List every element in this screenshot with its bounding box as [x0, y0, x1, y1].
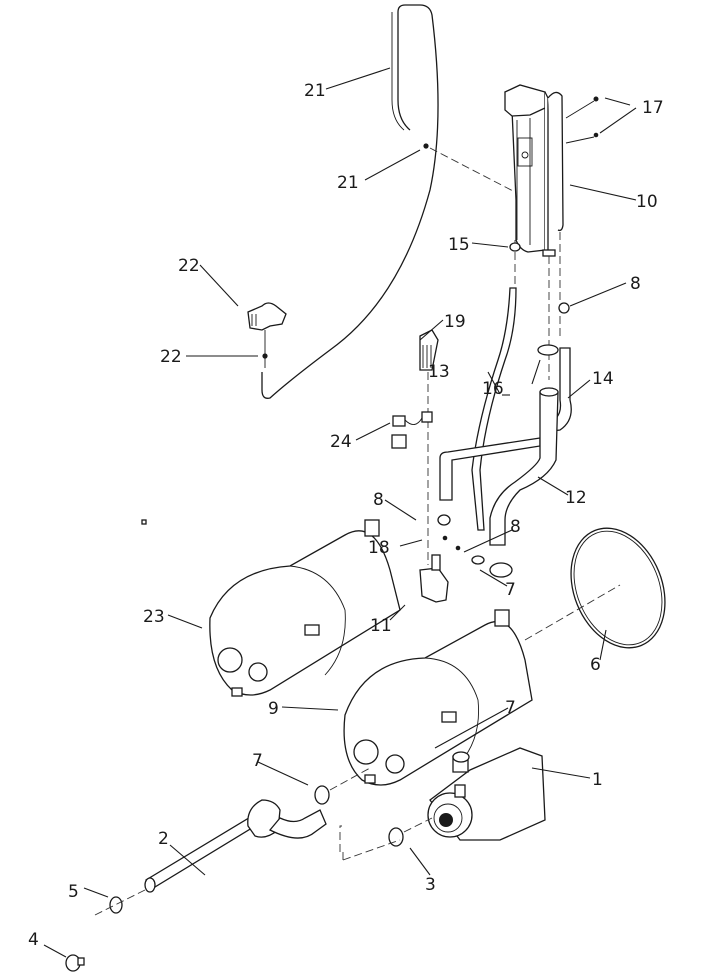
callout-17: 17: [642, 98, 664, 118]
clamp-part-3: [339, 817, 433, 861]
leader-17b: [599, 107, 637, 134]
leader-1: [531, 767, 591, 779]
callout-18: 18: [368, 538, 390, 558]
leader-7-lower: [257, 761, 309, 786]
callout-3: 3: [425, 875, 436, 895]
callout-20: 21: [304, 81, 326, 101]
callout-2: 2: [158, 829, 169, 849]
leader-18: [399, 539, 423, 547]
leader-2: [169, 844, 206, 876]
clamp-part-8-lower: [471, 555, 485, 565]
leader-16: [531, 359, 541, 385]
leader-8-lower: [463, 529, 513, 553]
callout-22: 22: [178, 256, 200, 276]
leader-21-upper: [364, 149, 421, 181]
callout-14: 14: [592, 369, 614, 389]
leader-12: [537, 476, 569, 496]
leader-23: [167, 614, 203, 629]
leader-10: [569, 184, 637, 201]
leader-19: [419, 319, 444, 341]
callout-8-upper: 8: [630, 274, 641, 294]
callout-21-lower: 22: [160, 347, 182, 367]
tube-part-20: [261, 4, 439, 399]
fitting-part-21-upper: [423, 143, 429, 149]
strap-part-6: [524, 527, 666, 649]
leader-5: [83, 887, 109, 898]
screws-part-18: [442, 535, 461, 551]
leader-17a: [604, 97, 631, 106]
leader-22: [199, 264, 239, 307]
callout-labels: 21 21 17 10 15 8 22 22 19 13 16 14 12 24…: [28, 81, 664, 950]
callout-1: 1: [592, 770, 603, 790]
callout-12: 12: [565, 488, 587, 508]
leader-lines: [43, 67, 637, 958]
connector-part-19: [419, 329, 439, 565]
callout-16: 16: [482, 379, 504, 399]
fitting-part-21-lower: [262, 353, 268, 359]
callout-21-upper: 21: [337, 173, 359, 193]
pump-part-1: [427, 747, 546, 841]
leader-7-upper: [479, 569, 508, 587]
clamp-part-5: [94, 889, 146, 916]
callout-11: 11: [370, 616, 392, 636]
hose-part-12: [489, 387, 559, 546]
clamp-part-8-mid: [437, 514, 451, 526]
clamp-part-16: [537, 344, 559, 356]
tank-part-9: [343, 609, 533, 786]
end-cap-part-4: [65, 954, 85, 972]
callout-8-lower: 8: [510, 517, 521, 537]
callout-24: 24: [330, 432, 352, 452]
leader-20: [325, 67, 391, 90]
callout-6: 6: [590, 655, 601, 675]
leader-9: [281, 706, 339, 711]
leader-6: [599, 629, 607, 661]
clamp-part-8-upper: [558, 302, 570, 314]
screws-part-17: [565, 96, 599, 144]
callout-23: 23: [143, 607, 165, 627]
wire-harness-part-24: [391, 411, 433, 449]
leader-8-upper: [569, 282, 627, 307]
callout-13: 13: [428, 362, 450, 382]
leader-7-pump: [434, 707, 509, 749]
hose-part-13: [439, 287, 541, 531]
callout-19: 19: [444, 312, 466, 332]
leader-13: [487, 371, 501, 395]
leader-15: [471, 242, 509, 248]
leader-24: [355, 422, 391, 441]
solenoid-valve-part-11: [419, 554, 449, 603]
callout-4: 4: [28, 930, 39, 950]
hose-part-2: [144, 799, 327, 893]
leader-11: [389, 604, 406, 621]
leader-14: [567, 379, 591, 399]
vent-housing-part-10: [429, 84, 564, 380]
clamp-part-15: [509, 242, 521, 252]
callout-15: 15: [448, 235, 470, 255]
callout-9: 9: [268, 699, 279, 719]
leader-3: [409, 847, 431, 876]
callout-8-mid: 8: [373, 490, 384, 510]
leader-8-mid: [384, 499, 417, 521]
callout-7-lower: 7: [252, 751, 263, 771]
clamp-part-7-upper: [489, 562, 513, 578]
tank-part-23: [141, 519, 401, 697]
leader-4: [43, 944, 67, 958]
pressure-switch-part-22: [247, 302, 287, 368]
callout-10: 10: [636, 192, 658, 212]
callout-5: 5: [68, 882, 79, 902]
clamp-part-7-pump: [452, 751, 470, 763]
callout-7-upper: 7: [505, 580, 516, 600]
callout-7-pump: 7: [505, 698, 516, 718]
clamp-part-7-lower: [314, 767, 371, 805]
